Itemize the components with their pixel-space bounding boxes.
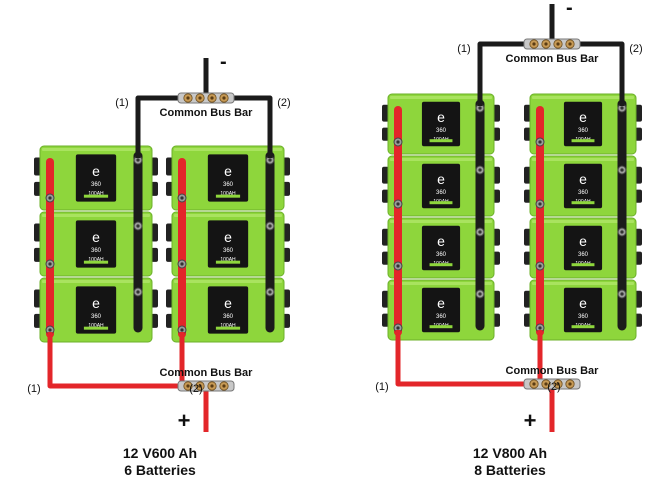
- battery-model-number: 360: [91, 314, 102, 320]
- top-right-marker: (2): [277, 97, 290, 109]
- bottom-common-bus-bar: [523, 378, 581, 390]
- capacity: 800 Ah: [502, 445, 547, 461]
- config-6-batteries: e 360 100AH e 360 100AH e 360 100AH e 360 100AH e 360…: [27, 51, 290, 478]
- battery-model-number: 360: [91, 182, 102, 188]
- battery-model-number: 360: [578, 252, 589, 258]
- battery-brand-letter: e: [437, 109, 445, 125]
- top-bus-bar-label: Common Bus Bar: [506, 53, 600, 65]
- battery-model-number: 360: [223, 314, 234, 320]
- battery-label: e 360 100AH: [220, 295, 236, 329]
- battery-model-number: 360: [436, 314, 447, 320]
- negative-sign: -: [566, 0, 573, 19]
- battery-label: e 360 100AH: [88, 229, 104, 263]
- battery-model-number: 360: [436, 190, 447, 196]
- battery-brand-letter: e: [437, 233, 445, 249]
- battery-brand-letter: e: [92, 229, 100, 245]
- bottom-bus-bar-label: Common Bus Bar: [506, 365, 600, 377]
- top-left-marker: (1): [457, 43, 470, 55]
- battery-capacity-tag: 100AH: [220, 191, 236, 197]
- top-common-bus-bar: [177, 92, 235, 104]
- battery-label: e 360 100AH: [88, 295, 104, 329]
- battery: e 360 100AH: [34, 145, 158, 211]
- wiring: [45, 58, 275, 432]
- top-right-marker: (2): [629, 43, 642, 55]
- bottom-common-bus-bar: [177, 380, 235, 392]
- battery-capacity-tag: 100AH: [220, 257, 236, 263]
- battery-brand-letter: e: [224, 229, 232, 245]
- config-caption: 12 V800 Ah8 Batteries: [473, 445, 547, 478]
- top-bus-bar-label: Common Bus Bar: [160, 107, 254, 119]
- battery-brand-letter: e: [224, 295, 232, 311]
- battery-count: 6 Batteries: [124, 462, 196, 478]
- battery-model-number: 360: [91, 248, 102, 254]
- battery: e 360 100AH: [34, 211, 158, 277]
- battery-brand-letter: e: [92, 163, 100, 179]
- positive-cable-run: [47, 332, 185, 389]
- battery-brand-letter: e: [579, 171, 587, 187]
- voltage: 12 V: [473, 445, 502, 461]
- top-common-bus-bar: [523, 38, 581, 50]
- battery-brand-letter: e: [579, 233, 587, 249]
- battery: e 360 100AH: [166, 211, 290, 277]
- battery-model-number: 360: [578, 190, 589, 196]
- battery-capacity-tag: 100AH: [220, 323, 236, 329]
- battery-brand-letter: e: [224, 163, 232, 179]
- battery-label: e 360 100AH: [88, 163, 104, 197]
- voltage: 12 V: [123, 445, 152, 461]
- battery-model-number: 360: [436, 128, 447, 134]
- bottom-bus-bar-label: Common Bus Bar: [160, 367, 254, 379]
- battery-brand-letter: e: [579, 295, 587, 311]
- battery-label: e 360 100AH: [220, 163, 236, 197]
- battery-label: e 360 100AH: [220, 229, 236, 263]
- positive-sign: +: [524, 408, 537, 433]
- battery-brand-letter: e: [579, 109, 587, 125]
- battery-capacity-tag: 100AH: [88, 191, 104, 197]
- battery: e 360 100AH: [166, 277, 290, 343]
- top-left-marker: (1): [115, 97, 128, 109]
- battery-brand-letter: e: [437, 171, 445, 187]
- battery-bank: e360100AHe360100AHe360100AHe360100AHe360…: [382, 93, 642, 341]
- bottom-right-marker: (2): [189, 383, 202, 395]
- capacity: 600 Ah: [152, 445, 197, 461]
- battery-model-number: 360: [578, 314, 589, 320]
- battery-count: 8 Batteries: [474, 462, 546, 478]
- positive-sign: +: [178, 408, 191, 433]
- battery: e 360 100AH: [166, 145, 290, 211]
- bottom-right-marker: (2): [547, 381, 560, 393]
- positive-cable-run: [395, 330, 543, 387]
- config-caption: 12 V600 Ah6 Batteries: [123, 445, 197, 478]
- battery-model-number: 360: [436, 252, 447, 258]
- battery-brand-letter: e: [92, 295, 100, 311]
- bottom-left-marker: (1): [27, 383, 40, 395]
- negative-sign: -: [220, 51, 227, 73]
- battery-capacity-tag: 100AH: [88, 257, 104, 263]
- bottom-left-marker: (1): [375, 381, 388, 393]
- config-8-batteries: e360100AHe360100AHe360100AHe360100AHe360…: [375, 0, 642, 478]
- battery-model-number: 360: [578, 128, 589, 134]
- battery-model-number: 360: [223, 248, 234, 254]
- battery-model-number: 360: [223, 182, 234, 188]
- battery-capacity-tag: 100AH: [88, 323, 104, 329]
- voltage-capacity-line: 12 V800 Ah: [473, 445, 547, 461]
- battery-brand-letter: e: [437, 295, 445, 311]
- battery-bank: e 360 100AH e 360 100AH e 360 100AH e 360 100AH e 360…: [34, 145, 290, 343]
- voltage-capacity-line: 12 V600 Ah: [123, 445, 197, 461]
- battery: e 360 100AH: [34, 277, 158, 343]
